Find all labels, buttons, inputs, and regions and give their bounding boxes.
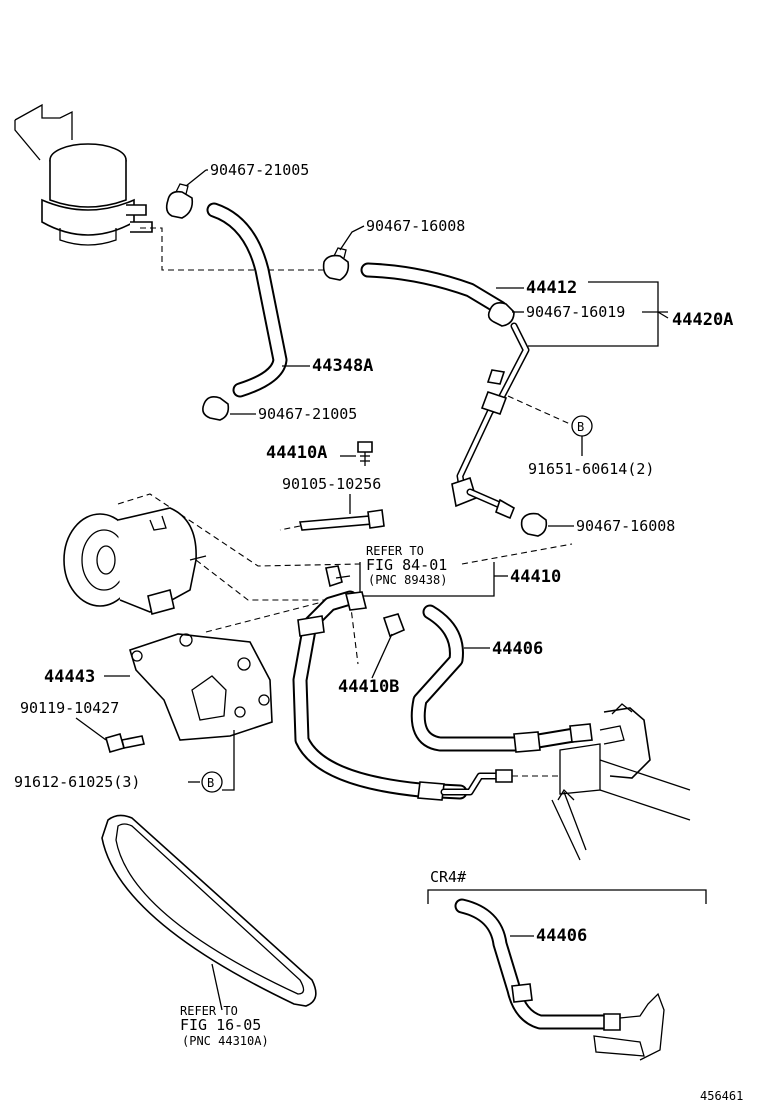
- hose-clamp-pump: [202, 396, 230, 421]
- drive-belt: [101, 814, 317, 1007]
- pump-bracket: [129, 633, 273, 741]
- note-fig84-line1: REFER TO: [366, 544, 424, 558]
- return-pipe: [451, 322, 530, 520]
- label-union-bolt: 44410B: [338, 677, 399, 697]
- label-variant: CR4#: [430, 868, 466, 886]
- note-fig16-line2: FIG 16-05: [180, 1016, 261, 1034]
- hose-clamp-return: [487, 302, 515, 327]
- label-tube-assy: 44410: [510, 567, 561, 587]
- label-suction-hose: 44348A: [312, 356, 373, 376]
- label-stud-bolt: 90105-10256: [282, 475, 381, 493]
- note-fig84-line3: (PNC 89438): [368, 573, 447, 587]
- return-hose: [360, 262, 508, 316]
- variant-pressure-hose: [454, 898, 665, 1061]
- reservoir-tank: [14, 103, 153, 246]
- label-pressure-hose: 44406: [492, 639, 543, 659]
- label-bolt-top: 44410A: [266, 443, 327, 463]
- steering-gear-box: [559, 703, 691, 821]
- label-return-hose: 44412: [526, 278, 577, 298]
- clip-44410b: [382, 613, 406, 638]
- label-clamp-top: 90467-21005: [210, 161, 309, 179]
- label-bracket: 44443: [44, 667, 95, 687]
- label-clamp-low: 90467-16008: [576, 517, 675, 535]
- hose-clamp-mid: [322, 247, 350, 281]
- hose-clamp-low: [520, 512, 548, 537]
- pressure-pipe: [292, 590, 513, 801]
- label-clip-bolt: 91651-60614(2): [528, 460, 654, 478]
- bracket-bolt: [105, 733, 145, 753]
- circle-b-lower: B: [207, 776, 214, 790]
- label-clamp-mid: 90467-16008: [366, 217, 465, 235]
- bolt-44410a: [357, 441, 373, 466]
- circle-b-upper: B: [577, 420, 584, 434]
- note-fig16-line1: REFER TO: [180, 1004, 238, 1018]
- image-id: 456461: [700, 1089, 743, 1103]
- pressure-hose: [410, 604, 593, 753]
- union-fitting: [325, 565, 351, 588]
- note-fig16-line3: (PNC 44310A): [182, 1034, 269, 1048]
- label-return-assy: 44420A: [672, 310, 733, 330]
- power-steering-pump: [63, 507, 207, 615]
- note-fig84-line2: FIG 84-01: [366, 556, 447, 574]
- suction-hose: [206, 202, 288, 398]
- label-bolt-bracket2: 91612-61025(3): [14, 773, 140, 791]
- label-clamp-return: 90467-16019: [526, 303, 625, 321]
- label-clamp-pump: 90467-21005: [258, 405, 357, 423]
- stud-bolt: [279, 509, 385, 531]
- label-bolt-bracket: 90119-10427: [20, 699, 119, 717]
- hose-clamp-top: [165, 183, 194, 219]
- label-variant-hose: 44406: [536, 926, 587, 946]
